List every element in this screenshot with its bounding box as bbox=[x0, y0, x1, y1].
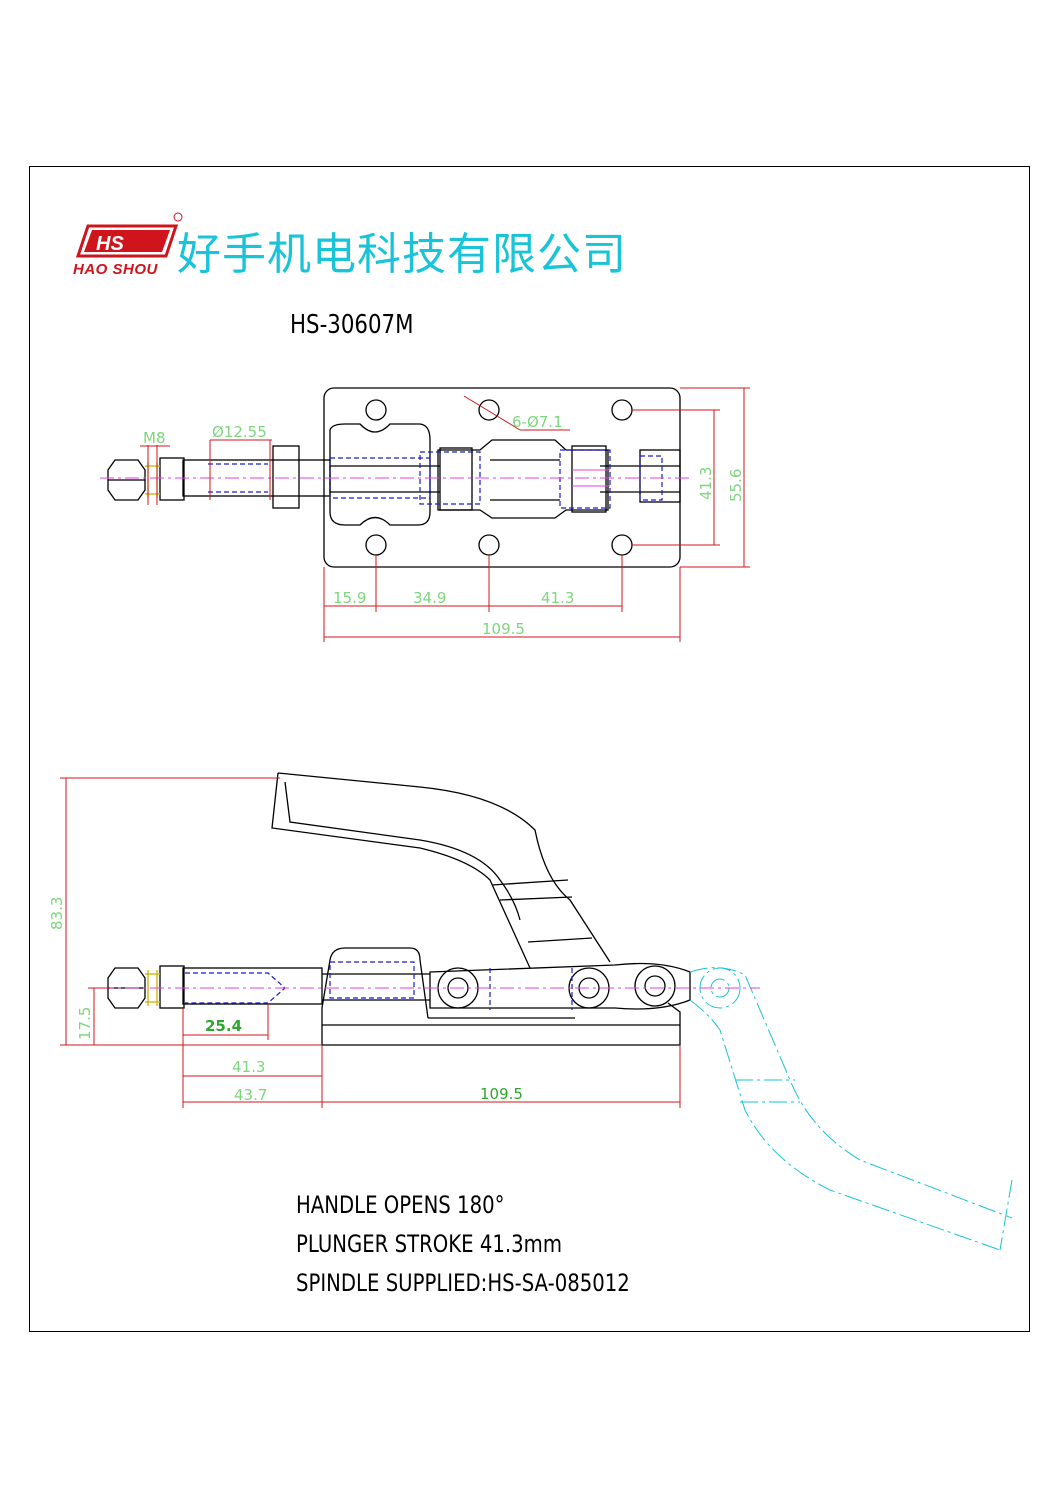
dim-height-inner: 41.3 bbox=[697, 467, 715, 500]
note-handle: HANDLE OPENS 180° bbox=[296, 1191, 505, 1219]
dim-offset-1: 15.9 bbox=[333, 589, 366, 607]
dim-holes: 6-Ø7.1 bbox=[512, 413, 563, 431]
dim-stroke: 41.3 bbox=[232, 1058, 265, 1076]
dim-base-height: 17.5 bbox=[76, 1007, 94, 1040]
dim-length-top: 109.5 bbox=[482, 620, 525, 638]
thread-lines bbox=[145, 462, 160, 498]
phantom-open-handle bbox=[689, 967, 1013, 1251]
side-dimension-text: 83.3 17.5 25.4 41.3 43.7 109.5 bbox=[48, 897, 523, 1104]
side-view bbox=[107, 772, 691, 1046]
model-number: HS-30607M bbox=[290, 310, 414, 340]
dim-length-side: 109.5 bbox=[480, 1085, 523, 1103]
hs-logo-icon bbox=[75, 212, 183, 258]
dim-rod-diameter: Ø12.55 bbox=[212, 423, 267, 441]
dim-overall-height: 83.3 bbox=[48, 897, 66, 930]
logo-mark-text: HS bbox=[96, 233, 124, 255]
dim-projection: 43.7 bbox=[234, 1086, 267, 1104]
dim-thread-length: 25.4 bbox=[205, 1017, 242, 1035]
hidden-lines bbox=[208, 449, 663, 509]
top-dimension-lines bbox=[140, 387, 750, 642]
top-dimension-text: M8 Ø12.55 6-Ø7.1 15.9 34.9 41.3 109.5 41… bbox=[143, 413, 745, 638]
center-line bbox=[100, 469, 690, 487]
dim-spacing-2: 41.3 bbox=[541, 589, 574, 607]
spec-notes: HANDLE OPENS 180° PLUNGER STROKE 41.3mm … bbox=[296, 1186, 630, 1303]
note-spindle: SPINDLE SUPPLIED:HS-SA-085012 bbox=[296, 1269, 630, 1297]
drawing-border bbox=[29, 166, 1030, 1332]
note-stroke: PLUNGER STROKE 41.3mm bbox=[296, 1230, 563, 1258]
company-name: 好手机电科技有限公司 bbox=[177, 229, 627, 280]
dim-spacing-1: 34.9 bbox=[413, 589, 446, 607]
side-dimension-lines bbox=[60, 777, 681, 1108]
logo-text: HAO SHOU bbox=[73, 261, 158, 278]
dim-height-outer: 55.6 bbox=[727, 469, 745, 502]
dim-thread: M8 bbox=[143, 429, 166, 447]
